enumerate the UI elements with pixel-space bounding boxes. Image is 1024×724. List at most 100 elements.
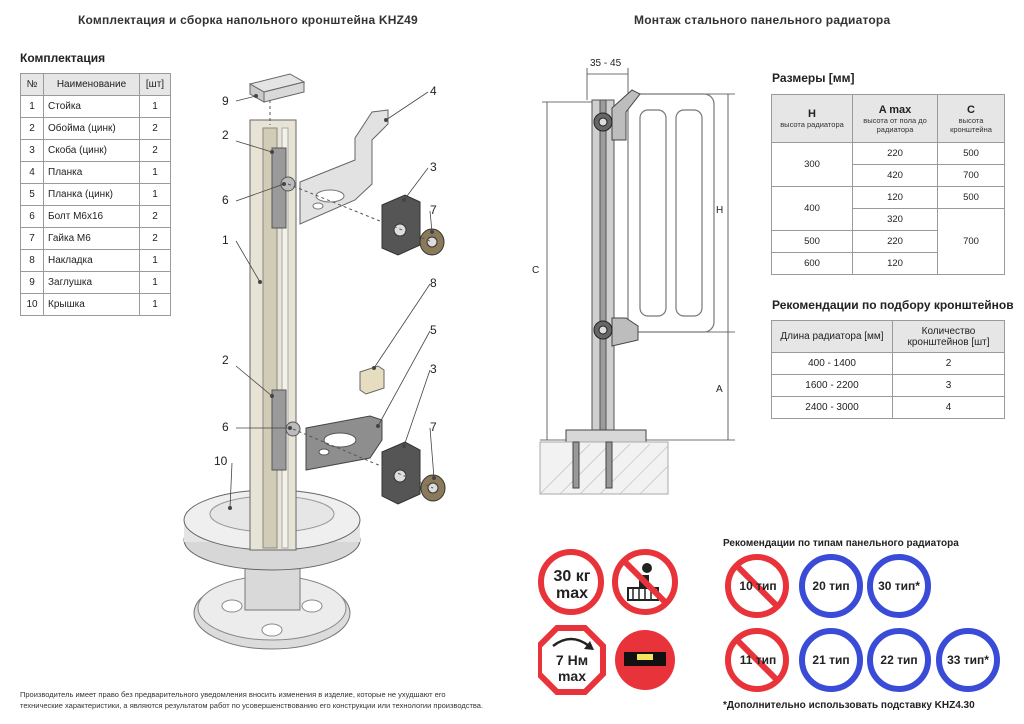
type-33-allowed bbox=[936, 628, 1000, 692]
cell-A: 220 bbox=[852, 230, 938, 253]
sizes-title: Размеры [мм] bbox=[772, 71, 855, 85]
type-10-forbidden bbox=[725, 554, 789, 618]
kit-qty: 1 bbox=[139, 183, 171, 206]
kit-name: Скоба (цинк) bbox=[43, 139, 140, 162]
column bbox=[249, 119, 301, 551]
lower-bracket bbox=[593, 317, 639, 347]
cell-A: 120 bbox=[852, 186, 938, 209]
type-33-label: 33 тип* bbox=[947, 653, 989, 667]
callout-2-bottom: 2 bbox=[222, 353, 229, 367]
brackets-col-length: Длина радиатора [мм] bbox=[771, 320, 893, 353]
kit-qty: 1 bbox=[139, 249, 171, 272]
brackets-table: Длина радиатора [мм] Количество кронштей… bbox=[771, 320, 1005, 419]
types-title: Рекомендации по типам панельного радиато… bbox=[723, 538, 959, 549]
kit-name: Гайка М6 bbox=[43, 227, 140, 250]
types-circles bbox=[725, 554, 1000, 692]
cell-C: 700 bbox=[937, 164, 1005, 187]
callout-9: 9 bbox=[222, 94, 229, 108]
col-H-main: H bbox=[808, 108, 816, 120]
kit-col-qty: [шт] bbox=[139, 73, 171, 96]
kit-qty: 2 bbox=[139, 117, 171, 140]
warning-signs bbox=[538, 549, 678, 695]
kit-name: Болт М6х16 bbox=[43, 205, 140, 228]
brackets-length: 1600 - 2200 bbox=[771, 374, 893, 397]
plug bbox=[248, 73, 306, 103]
brackets-count: 3 bbox=[892, 374, 1005, 397]
callout-8: 8 bbox=[430, 276, 437, 290]
kit-qty: 1 bbox=[139, 161, 171, 184]
left-header: Комплектация и сборка напольного кронште… bbox=[78, 13, 418, 27]
kit-no: 1 bbox=[20, 95, 44, 118]
weight-value: 30 кг bbox=[553, 568, 591, 585]
upper-clamp bbox=[381, 194, 421, 256]
kit-no: 3 bbox=[20, 139, 44, 162]
torque-label: 7 Нм max bbox=[548, 652, 596, 684]
kit-name: Планка (цинк) bbox=[43, 183, 140, 206]
brackets-title: Рекомендации по подбору кронштейнов bbox=[772, 298, 1014, 312]
cell-A: 120 bbox=[852, 252, 938, 275]
callout-3-top: 3 bbox=[430, 160, 437, 174]
type-11-label: 11 тип bbox=[739, 653, 777, 667]
callout-7-bottom: 7 bbox=[430, 420, 437, 434]
lower-plate bbox=[305, 415, 383, 471]
kit-col-no: № bbox=[20, 73, 44, 96]
upper-bracket bbox=[593, 89, 641, 141]
brackets-length: 400 - 1400 bbox=[771, 352, 893, 375]
kit-no: 8 bbox=[20, 249, 44, 272]
kit-no: 9 bbox=[20, 271, 44, 294]
kit-name: Планка bbox=[43, 161, 140, 184]
kit-no: 5 bbox=[20, 183, 44, 206]
cell-A: 420 bbox=[852, 164, 938, 187]
disclaimer-line-1: Производитель имеет право без предварите… bbox=[20, 690, 446, 699]
disclaimer: Производитель имеет право без предварите… bbox=[20, 689, 483, 711]
cell-C: 500 bbox=[937, 186, 1005, 209]
type-30-label: 30 тип* bbox=[878, 579, 920, 593]
dim-top-label: 35 - 45 bbox=[590, 58, 622, 69]
torque-max: max bbox=[557, 668, 587, 684]
callout-7-top: 7 bbox=[430, 203, 437, 217]
col-C-sub: высота кронштейна bbox=[950, 115, 992, 134]
col-H-sub: высота радиатора bbox=[780, 120, 844, 129]
base-side bbox=[565, 429, 647, 443]
dim-C-label: C bbox=[532, 265, 540, 276]
type-21-label: 21 тип bbox=[812, 653, 850, 667]
kit-qty: 1 bbox=[139, 271, 171, 294]
type-21-allowed bbox=[799, 628, 863, 692]
callout-4: 4 bbox=[430, 84, 437, 98]
no-sitting-icon bbox=[612, 549, 678, 615]
cell-H: 400 bbox=[771, 186, 853, 231]
brackets-col-count: Количество кронштейнов [шт] bbox=[892, 320, 1005, 353]
kit-qty: 2 bbox=[139, 139, 171, 162]
brackets-count: 2 bbox=[892, 352, 1005, 375]
kit-col-name: Наименование bbox=[43, 73, 140, 96]
kit-name: Накладка bbox=[43, 249, 140, 272]
col-A-main: A max bbox=[878, 103, 912, 116]
assembly-illustration bbox=[183, 73, 446, 650]
floor bbox=[539, 441, 669, 495]
callout-6-bottom: 6 bbox=[222, 420, 229, 434]
cell-H: 600 bbox=[771, 252, 853, 275]
mounting-drawing bbox=[539, 68, 735, 495]
cell-C: 700 bbox=[937, 208, 1005, 275]
brackets-header-row: Длина радиатора [мм] Количество кронштей… bbox=[771, 320, 1005, 353]
kit-name: Обойма (цинк) bbox=[43, 117, 140, 140]
overlay-piece bbox=[359, 365, 385, 395]
kit-header-row: № Наименование [шт] bbox=[20, 73, 171, 96]
brackets-count: 4 bbox=[892, 396, 1005, 419]
kit-title: Комплектация bbox=[20, 51, 106, 65]
callout-6-top: 6 bbox=[222, 193, 229, 207]
cell-A: 220 bbox=[852, 142, 938, 165]
type-10-label: 10 тип bbox=[739, 579, 777, 593]
cell-C: 500 bbox=[937, 142, 1005, 165]
